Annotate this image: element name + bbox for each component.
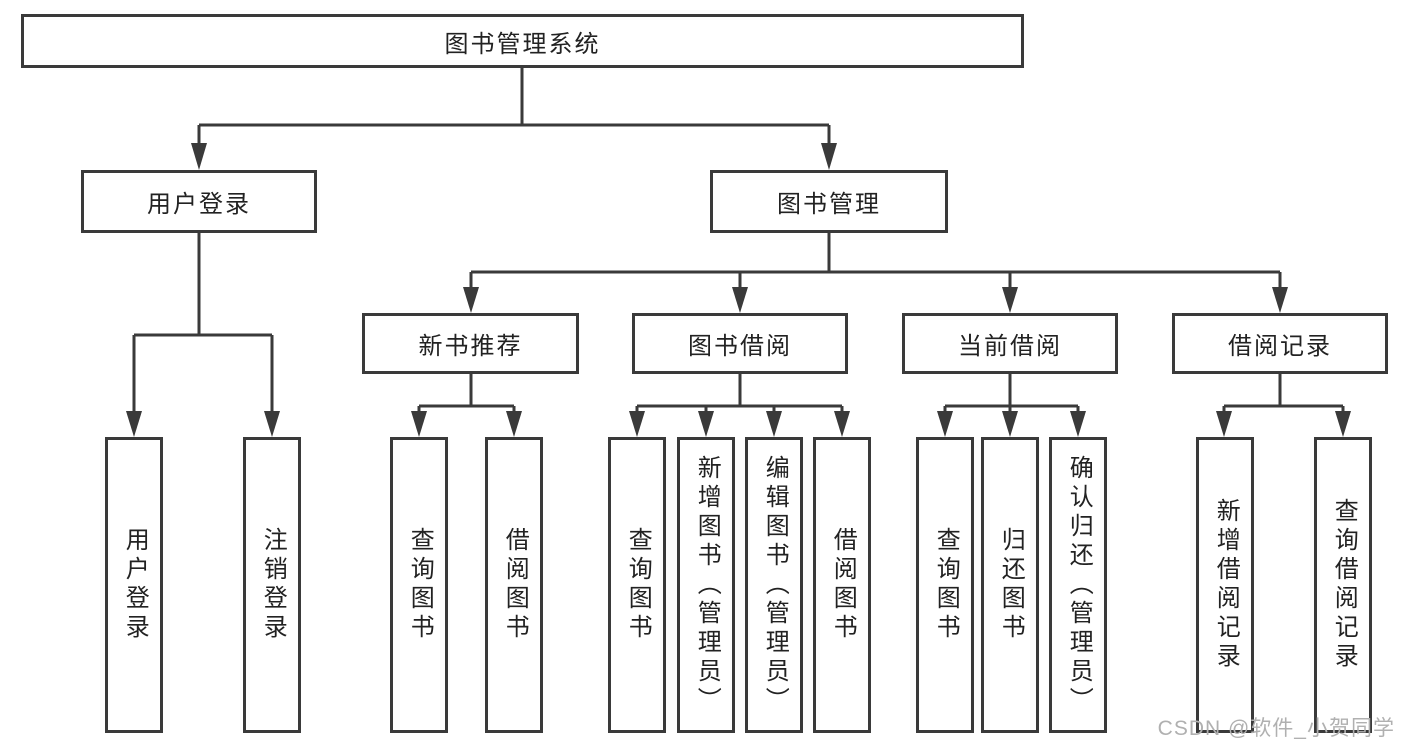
node-label: 新增借阅记录	[1212, 498, 1240, 672]
leaf-add-borrow-record: 新增借阅记录	[1196, 437, 1254, 733]
node-label: 用户登录	[121, 527, 149, 643]
node-label: 查询图书	[932, 527, 960, 643]
leaf-return-book: 归还图书	[981, 437, 1039, 733]
node-label: 图书借阅	[688, 333, 792, 360]
node-borrowing-records: 借阅记录	[1172, 313, 1388, 374]
node-label: 查询图书	[406, 527, 434, 643]
leaf-user-login: 用户登录	[105, 437, 163, 733]
leaf-edit-book-admin: 编辑图书（管理员）	[745, 437, 803, 733]
node-current-borrowing: 当前借阅	[902, 313, 1118, 374]
node-label: 新书推荐	[418, 333, 523, 360]
node-label: 归还图书	[997, 527, 1025, 643]
node-library-management-system: 图书管理系统	[21, 14, 1024, 68]
node-label: 借阅记录	[1228, 333, 1332, 360]
node-label: 注销登录	[259, 527, 287, 643]
node-label: 新增图书（管理员）	[693, 454, 721, 716]
leaf-logout: 注销登录	[243, 437, 301, 733]
node-label: 用户登录	[147, 191, 251, 218]
leaf-query-borrow-record: 查询借阅记录	[1314, 437, 1372, 733]
node-label: 查询借阅记录	[1330, 498, 1358, 672]
node-book-borrowing: 图书借阅	[632, 313, 848, 374]
leaf-borrow-books-2: 借阅图书	[813, 437, 871, 733]
node-label: 借阅图书	[829, 527, 857, 643]
node-label: 图书管理	[777, 191, 881, 218]
node-label: 当前借阅	[958, 333, 1062, 360]
node-label: 编辑图书（管理员）	[761, 454, 789, 716]
node-label: 确认归还（管理员）	[1065, 454, 1093, 716]
node-label: 借阅图书	[501, 527, 529, 643]
node-label: 查询图书	[624, 527, 652, 643]
leaf-query-books-2: 查询图书	[608, 437, 666, 733]
node-book-management: 图书管理	[710, 170, 948, 233]
node-user-login-branch: 用户登录	[81, 170, 317, 233]
node-label: 图书管理系统	[444, 30, 601, 58]
leaf-query-books-3: 查询图书	[916, 437, 974, 733]
leaf-query-books-1: 查询图书	[390, 437, 448, 733]
leaf-confirm-return-admin: 确认归还（管理员）	[1049, 437, 1107, 733]
leaf-borrow-books-1: 借阅图书	[485, 437, 543, 733]
watermark: CSDN @软件_小贺同学	[1157, 717, 1395, 740]
node-new-book-recommend: 新书推荐	[362, 313, 579, 374]
leaf-add-book-admin: 新增图书（管理员）	[677, 437, 735, 733]
